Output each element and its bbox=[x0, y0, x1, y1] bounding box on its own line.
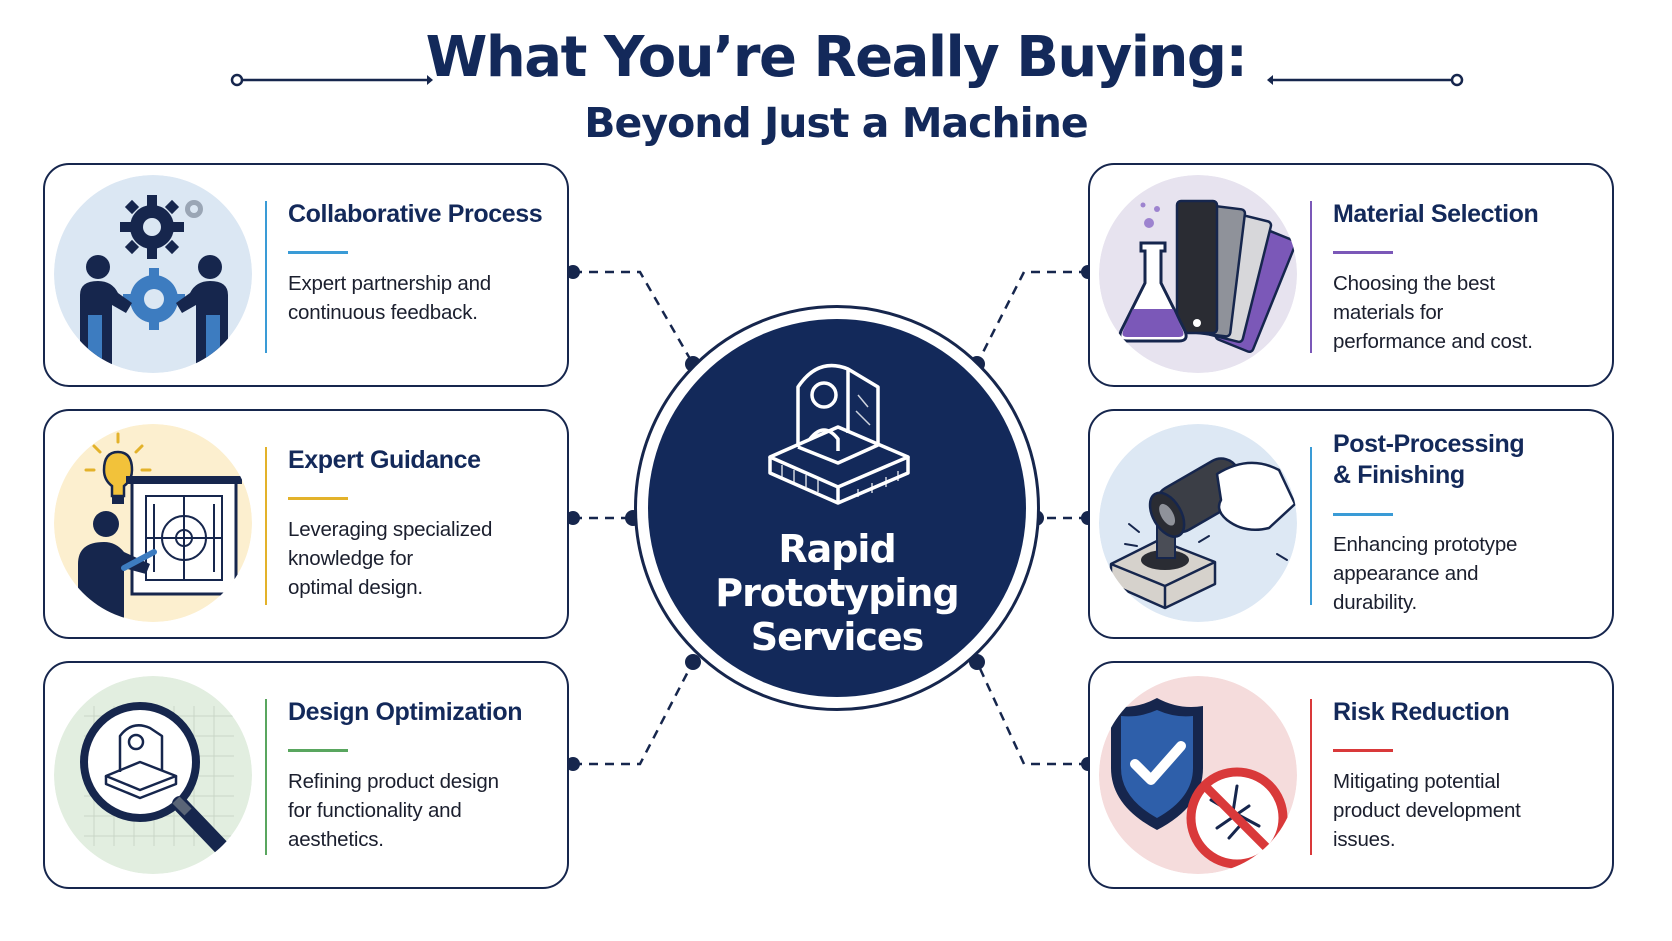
card-divider bbox=[1310, 699, 1312, 855]
card-title: Expert Guidance bbox=[288, 446, 481, 474]
card-title: Material Selection bbox=[1333, 200, 1539, 228]
card-title: Post-Processing & Finishing bbox=[1333, 430, 1525, 489]
card-description: Choosing the best materials for performa… bbox=[1333, 272, 1533, 353]
card-icon-circle bbox=[54, 676, 252, 874]
card-expert-guidance: Expert Guidance Leveraging specialized k… bbox=[43, 409, 569, 639]
card-divider bbox=[1310, 201, 1312, 353]
card-divider bbox=[265, 201, 267, 353]
card-title: Design Optimization bbox=[288, 698, 523, 726]
page-title: What You’re Really Buying: bbox=[425, 25, 1248, 90]
title-ornament-left bbox=[230, 73, 430, 87]
magnifier-part-icon bbox=[54, 676, 252, 874]
flask-swatches-icon bbox=[1099, 175, 1297, 373]
card-icon-circle bbox=[1099, 424, 1297, 622]
card-divider bbox=[265, 447, 267, 605]
card-accent-underline bbox=[288, 497, 348, 500]
hub-circle: Rapid Prototyping Services bbox=[634, 305, 1040, 711]
card-icon-circle bbox=[54, 175, 252, 373]
hub-inner: Rapid Prototyping Services bbox=[648, 319, 1026, 697]
hub-label: Rapid Prototyping Services bbox=[715, 527, 959, 659]
card-design-optimization: Design Optimization Refining product des… bbox=[43, 661, 569, 889]
card-description: Expert partnership and continuous feedba… bbox=[288, 272, 492, 324]
card-accent-underline bbox=[1333, 251, 1393, 254]
card-accent-underline bbox=[288, 749, 348, 752]
card-title: Collaborative Process bbox=[288, 200, 543, 228]
card-collaborative-process: Collaborative Process Expert partnership… bbox=[43, 163, 569, 387]
lightbulb-blueprint-icon bbox=[54, 424, 252, 622]
card-description: Leveraging specialized knowledge for opt… bbox=[288, 518, 493, 599]
card-title: Risk Reduction bbox=[1333, 698, 1510, 726]
card-accent-underline bbox=[1333, 749, 1393, 752]
card-icon-circle bbox=[54, 424, 252, 622]
card-material-selection: Material Selection Choosing the best mat… bbox=[1088, 163, 1614, 387]
card-description: Refining product design for functionalit… bbox=[288, 770, 499, 851]
card-icon-circle bbox=[1099, 676, 1297, 874]
card-description: Mitigating potential product development… bbox=[1333, 770, 1521, 851]
polisher-tool-icon bbox=[1099, 424, 1297, 622]
title-ornament-right bbox=[1270, 73, 1464, 87]
header: What You’re Really Buying: Beyond Just a… bbox=[0, 22, 1672, 152]
page-subtitle: Beyond Just a Machine bbox=[584, 99, 1088, 147]
card-divider bbox=[265, 699, 267, 855]
card-accent-underline bbox=[1333, 513, 1393, 516]
gear-people-icon bbox=[54, 175, 252, 373]
card-description: Enhancing prototype appearance and durab… bbox=[1333, 533, 1518, 614]
bracket-part-icon bbox=[768, 363, 910, 505]
card-icon-circle bbox=[1099, 175, 1297, 373]
card-post-processing: Post-Processing & Finishing Enhancing pr… bbox=[1088, 409, 1614, 639]
card-risk-reduction: Risk Reduction Mitigating potential prod… bbox=[1088, 661, 1614, 889]
card-accent-underline bbox=[288, 251, 348, 254]
shield-check-icon bbox=[1099, 676, 1297, 874]
card-divider bbox=[1310, 447, 1312, 605]
